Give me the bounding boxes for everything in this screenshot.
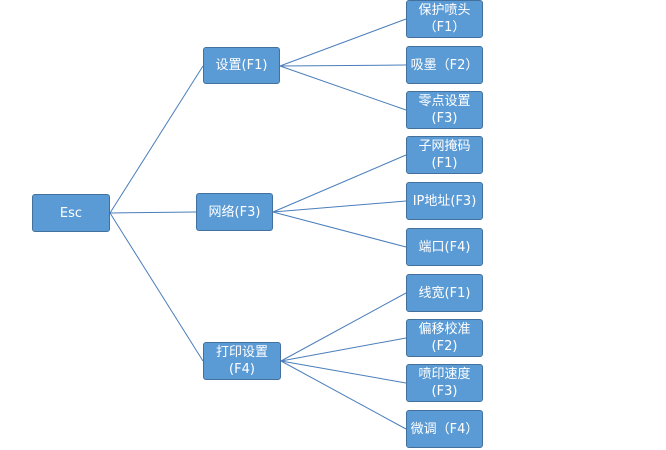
menu-node-subnet-mask[interactable]: 子网掩码 (F1)	[406, 136, 483, 174]
connector-settings-nozzle-protect	[279, 18, 407, 67]
connector-root-settings	[109, 65, 204, 214]
menu-node-ip-address[interactable]: IP地址(F3)	[406, 182, 483, 220]
menu-node-line-width[interactable]: 线宽(F1)	[406, 274, 483, 312]
connector-print-fine-tune	[280, 360, 407, 430]
menu-node-print-speed[interactable]: 喷印速度 (F3)	[406, 364, 483, 402]
connector-print-line-width	[280, 292, 407, 362]
connector-network-port	[272, 211, 407, 248]
connector-print-offset-calibration	[280, 337, 407, 362]
menu-node-settings[interactable]: 设置(F1)	[203, 47, 280, 84]
connector-network-ip-address	[272, 200, 407, 213]
menu-node-ink-suction[interactable]: 吸墨（F2）	[406, 46, 483, 84]
connector-network-subnet-mask	[272, 154, 407, 213]
menu-node-offset-calibration[interactable]: 偏移校准 (F2)	[406, 319, 483, 357]
connector-settings-ink-suction	[279, 64, 407, 67]
menu-node-esc[interactable]: Esc	[32, 194, 110, 232]
connector-root-network	[109, 211, 197, 214]
menu-node-port[interactable]: 端口(F4)	[406, 228, 483, 266]
menu-node-fine-tune[interactable]: 微调（F4）	[406, 410, 483, 448]
menu-node-nozzle-protect[interactable]: 保护喷头 （F1）	[406, 0, 483, 38]
menu-node-network[interactable]: 网络(F3)	[196, 193, 273, 231]
menu-node-print-settings[interactable]: 打印设置 (F4)	[203, 342, 281, 380]
connector-root-print-settings	[109, 212, 204, 362]
connector-print-print-speed	[280, 360, 407, 384]
connector-lines	[109, 18, 407, 430]
connector-settings-zero-setting	[279, 65, 407, 111]
menu-node-zero-setting[interactable]: 零点设置 (F3)	[406, 91, 483, 129]
